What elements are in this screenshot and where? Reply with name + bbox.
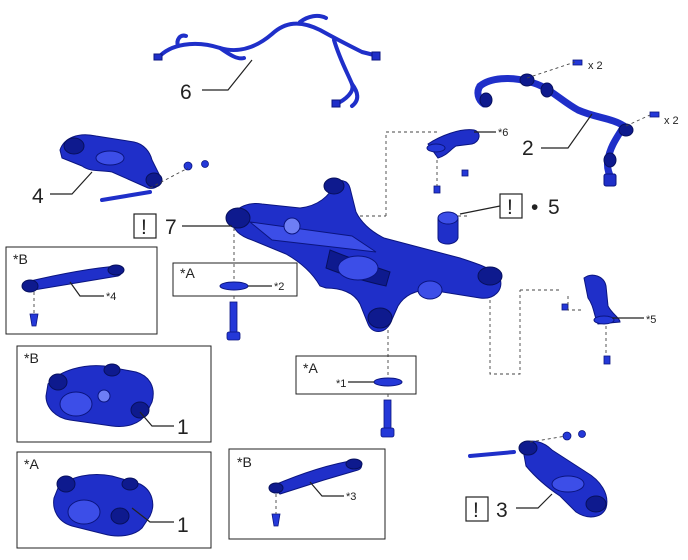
caution-icon-3 — [465, 496, 489, 522]
stabilizer-bar — [474, 59, 660, 187]
code-a-1: *A — [24, 456, 39, 472]
lower-arm-3 — [268, 458, 363, 527]
part-number-1-a: 1 — [177, 514, 189, 537]
callout-5: *5 — [646, 314, 656, 326]
callout-2: *2 — [274, 281, 284, 293]
callout-3: *3 — [346, 491, 356, 503]
callout-box-b-1 — [16, 345, 212, 443]
callout-box-a-1-washer — [295, 355, 417, 395]
bullet-5: • — [531, 196, 538, 219]
caution-mark-7: ! — [141, 216, 147, 239]
wire-harness — [153, 13, 381, 108]
differential-b — [45, 363, 154, 427]
quantity-label-2: x 2 — [664, 115, 679, 127]
code-b-4: *B — [13, 251, 28, 267]
part-number-2: 2 — [522, 137, 534, 160]
part-number-7: 7 — [165, 216, 177, 239]
code-b-1: *B — [24, 350, 39, 366]
code-a-3: *A — [303, 360, 318, 376]
code-a-2: *A — [180, 265, 195, 281]
lower-control-arm — [468, 430, 608, 518]
differential-a — [53, 474, 154, 537]
washer-2 — [219, 281, 249, 291]
bolt-2 — [226, 301, 241, 341]
part-number-1-b: 1 — [177, 416, 189, 439]
part-number-3: 3 — [496, 499, 508, 522]
callout-box-b-3 — [228, 448, 386, 540]
lower-arm-4 — [21, 264, 125, 327]
caution-mark-3: ! — [473, 499, 479, 522]
upper-control-arm — [59, 134, 209, 202]
caution-mark-5: ! — [507, 196, 513, 219]
callout-6: *6 — [498, 127, 508, 139]
knuckle-bracket — [561, 274, 621, 365]
part-number-6: 6 — [180, 81, 192, 104]
code-b-3: *B — [237, 454, 252, 470]
callout-box-b-4 — [5, 246, 158, 335]
caution-icon-7 — [133, 213, 157, 239]
callout-4: *4 — [106, 291, 116, 303]
washer-1 — [373, 377, 403, 387]
part-number-4: 4 — [32, 185, 44, 208]
callout-box-a-2 — [172, 262, 298, 297]
part-number-5: 5 — [548, 196, 560, 219]
rear-subframe — [225, 177, 503, 332]
quantity-label-1: x 2 — [588, 60, 603, 72]
bracket — [426, 129, 480, 194]
callout-1: *1 — [336, 378, 346, 390]
callout-box-a-1 — [16, 451, 212, 549]
bolt-1 — [380, 399, 395, 438]
bushing — [437, 211, 459, 245]
caution-icon-5 — [499, 193, 523, 219]
